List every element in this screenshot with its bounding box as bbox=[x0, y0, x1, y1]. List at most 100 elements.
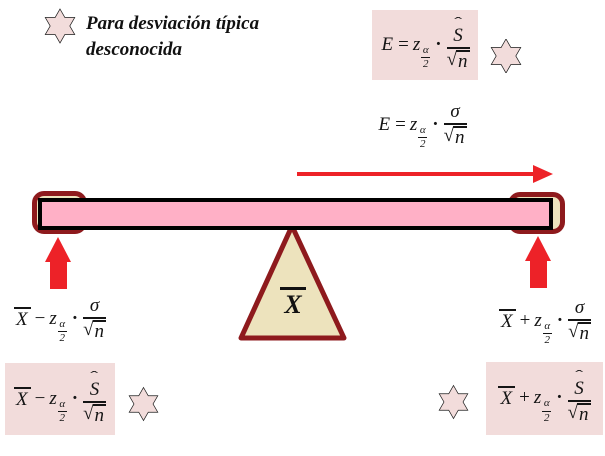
formula-upper-bound-sigma: X + z α 2 · σ √ n bbox=[498, 298, 591, 347]
fraction-bar bbox=[83, 316, 106, 319]
fraction-numerator: σ bbox=[88, 296, 101, 317]
six-pointed-star-icon bbox=[490, 39, 522, 73]
balance-beam bbox=[38, 198, 553, 230]
term-alpha: α bbox=[59, 317, 66, 330]
margin-of-error-arrow bbox=[297, 165, 553, 183]
term-numerator-symbol: σ bbox=[450, 100, 460, 122]
term-relation: = bbox=[398, 33, 409, 55]
page-title: Para desviación típica desconocida bbox=[86, 11, 296, 63]
term-alpha: α bbox=[422, 43, 429, 56]
term-z: z bbox=[49, 387, 57, 409]
term-alpha: α bbox=[59, 397, 66, 410]
term-fraction: ˆ S √ n bbox=[83, 367, 106, 427]
term-dot: · bbox=[71, 387, 79, 409]
term-z: z bbox=[409, 113, 418, 135]
subscript-fraction-bar bbox=[421, 57, 431, 59]
term-alpha-over-2-subscript: α 2 bbox=[542, 319, 552, 347]
term-dot: · bbox=[556, 387, 563, 409]
formula-error-sigma-container: E = z α 2 · σ √ n bbox=[366, 101, 478, 151]
arrow-shaft bbox=[529, 261, 547, 288]
arrow-head-up-icon bbox=[45, 237, 71, 262]
six-pointed-star-icon bbox=[438, 384, 469, 420]
fraction-denominator: √ n bbox=[444, 125, 467, 149]
right-endpoint-pointer-arrow bbox=[525, 236, 551, 288]
fraction-bar bbox=[443, 122, 467, 125]
term-alpha-over-2-subscript: α 2 bbox=[542, 398, 552, 424]
term-relation: − bbox=[34, 307, 46, 329]
formula-box-lower-bound-s-hat: X − z α 2 · ˆ S √ n bbox=[5, 363, 115, 435]
term-x-bar: X bbox=[498, 308, 516, 333]
formula-lower-bound-sigma: X − z α 2 · σ √ n bbox=[13, 296, 106, 345]
radical-sign: √ bbox=[446, 48, 457, 70]
term-n: n bbox=[456, 49, 470, 72]
term-relation: = bbox=[395, 113, 406, 135]
fraction-denominator: √ n bbox=[446, 48, 470, 73]
term-fraction: σ √ n bbox=[568, 298, 591, 345]
fraction-numerator: σ bbox=[573, 298, 586, 319]
hat-accent: ˆ bbox=[90, 367, 99, 383]
term-alpha: α bbox=[419, 123, 426, 136]
formula-error-sigma: E = z α 2 · σ √ n bbox=[377, 102, 467, 151]
radical-sign: √ bbox=[567, 402, 578, 424]
radical-sign: √ bbox=[568, 320, 579, 342]
term-numerator-symbol: σ bbox=[89, 294, 100, 316]
six-pointed-star-icon bbox=[44, 8, 76, 44]
term-alpha-over-2-subscript: α 2 bbox=[57, 397, 67, 425]
term-numerator-symbol: S bbox=[453, 24, 463, 46]
fraction-numerator: ˆ S bbox=[88, 367, 102, 401]
fraction-numerator: ˆ S bbox=[451, 13, 465, 47]
subscript-fraction-bar bbox=[542, 333, 552, 335]
x-bar-symbol: X bbox=[280, 287, 306, 320]
term-fraction: ˆ S √ n bbox=[567, 367, 591, 426]
term-x-bar: X bbox=[498, 386, 516, 410]
hat-accent: ˆ bbox=[575, 367, 583, 383]
term-lead: E bbox=[381, 33, 394, 55]
fraction-numerator: σ bbox=[448, 102, 461, 123]
term-alpha-over-2-subscript: α 2 bbox=[57, 317, 67, 345]
term-n: n bbox=[92, 319, 106, 342]
term-relation: − bbox=[34, 387, 46, 409]
term-two: 2 bbox=[419, 138, 426, 151]
formula-lower-bound-s-hat: X − z α 2 · ˆ S √ n bbox=[13, 367, 106, 427]
term-two: 2 bbox=[543, 411, 550, 424]
fraction-denominator: √ n bbox=[83, 402, 106, 427]
subscript-fraction-bar bbox=[542, 410, 552, 412]
formula-upper-bound-sigma-container: X + z α 2 · σ √ n bbox=[486, 296, 604, 346]
term-numerator-symbol: S bbox=[89, 378, 100, 400]
term-n: n bbox=[92, 403, 106, 426]
term-dot: · bbox=[435, 33, 442, 55]
term-numerator-symbol: σ bbox=[574, 296, 585, 318]
term-alpha-over-2-subscript: α 2 bbox=[418, 123, 428, 151]
term-dot: · bbox=[71, 307, 79, 329]
term-alpha: α bbox=[544, 319, 551, 332]
hat-accent: ˆ bbox=[454, 13, 462, 29]
fraction-denominator: √ n bbox=[568, 320, 591, 345]
fulcrum-mean-label: X bbox=[272, 287, 314, 320]
term-x-bar: X bbox=[13, 386, 31, 411]
term-two: 2 bbox=[544, 334, 550, 347]
term-fraction: ˆ S √ n bbox=[446, 13, 470, 73]
subscript-fraction-bar bbox=[57, 331, 67, 333]
term-relation: + bbox=[519, 387, 530, 409]
term-z: z bbox=[49, 307, 57, 329]
term-alpha-over-2-subscript: α 2 bbox=[421, 43, 431, 71]
subscript-fraction-bar bbox=[57, 411, 67, 413]
fraction-bar bbox=[83, 400, 106, 403]
term-dot: · bbox=[432, 113, 439, 135]
left-endpoint-pointer-arrow bbox=[45, 237, 71, 289]
term-lead: E bbox=[378, 113, 391, 135]
fraction-denominator: √ n bbox=[83, 319, 106, 343]
arrow-head-up-icon bbox=[525, 236, 551, 261]
term-two: 2 bbox=[59, 412, 65, 425]
term-n: n bbox=[577, 403, 591, 426]
fraction-numerator: ˆ S bbox=[572, 367, 586, 400]
term-dot: · bbox=[556, 309, 564, 331]
formula-box-error-s-hat: E = z α 2 · ˆ S √ n bbox=[372, 10, 478, 80]
six-pointed-star-icon bbox=[128, 386, 159, 422]
term-two: 2 bbox=[59, 332, 65, 345]
radical-sign: √ bbox=[83, 402, 94, 424]
term-z: z bbox=[533, 387, 542, 409]
fraction-bar bbox=[446, 46, 470, 49]
title-line-2: desconocida bbox=[86, 39, 183, 60]
